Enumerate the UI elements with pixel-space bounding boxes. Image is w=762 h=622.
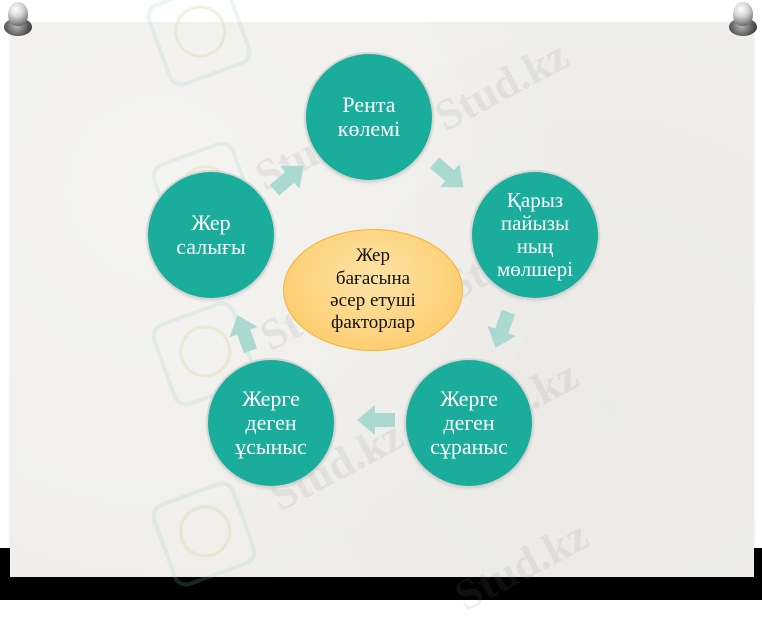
center-line: факторлар bbox=[331, 312, 415, 334]
center-line: бағасына bbox=[335, 267, 411, 289]
center-node: Жер бағасына әсер етуші факторлар bbox=[283, 229, 463, 351]
node-rent: Рента көлемі bbox=[306, 54, 432, 180]
node-label: Жерге bbox=[440, 385, 498, 411]
node-label: сұраныс bbox=[430, 434, 508, 460]
node-label: ның bbox=[516, 234, 554, 258]
node-label: салығы bbox=[176, 234, 246, 259]
node-label: деген bbox=[245, 409, 297, 435]
arrow-demand-to-supply-icon bbox=[357, 405, 395, 435]
node-label: пайызы bbox=[500, 210, 570, 235]
node-label: мөлшері bbox=[496, 257, 574, 282]
node-label: деген bbox=[443, 409, 495, 435]
node-label: Жер bbox=[191, 209, 231, 235]
node-land-tax: Жер салығы bbox=[148, 172, 274, 298]
node-loan-interest: Қарыз пайызы ның мөлшері bbox=[472, 172, 598, 298]
center-line: әсер етуші bbox=[330, 290, 416, 311]
arrow-tax-to-rent-icon bbox=[265, 154, 313, 201]
pushpin-right-icon bbox=[729, 2, 757, 36]
center-line: Жер bbox=[356, 245, 390, 267]
node-label: көлемі bbox=[337, 116, 401, 141]
node-label: Рента bbox=[342, 91, 396, 117]
node-label: ұсыныс bbox=[235, 434, 307, 460]
node-demand: Жерге деген сұраныс bbox=[406, 360, 532, 486]
node-supply: Жерге деген ұсыныс bbox=[208, 360, 334, 486]
arrow-supply-to-tax-icon bbox=[223, 310, 264, 356]
arrow-loan-to-demand-icon bbox=[481, 307, 522, 353]
node-label: Жерге bbox=[242, 385, 300, 411]
node-label: Қарыз bbox=[506, 187, 564, 212]
arrow-rent-to-loan-icon bbox=[425, 151, 473, 198]
pushpin-left-icon bbox=[4, 2, 32, 36]
